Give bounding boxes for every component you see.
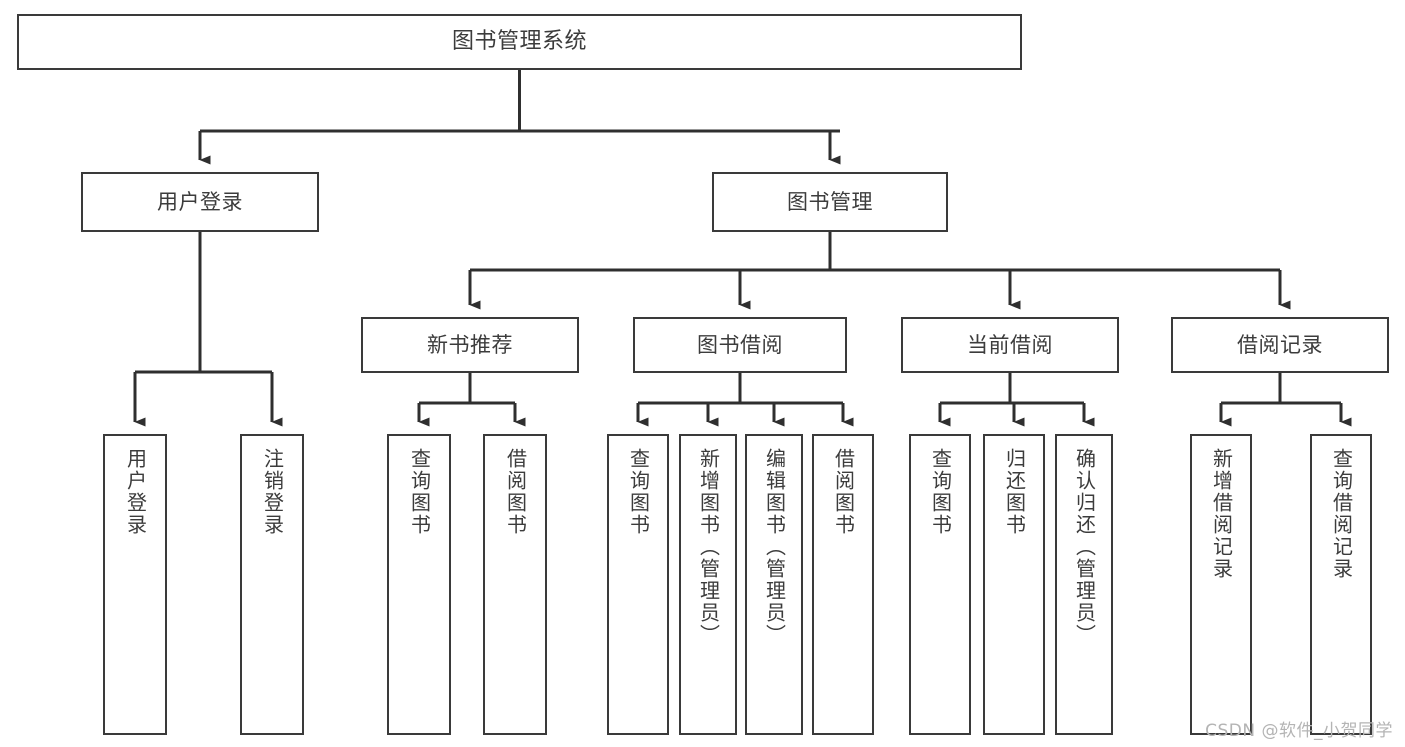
node-leaf-user-login[interactable]: 用户登录 [103,434,167,735]
node-root[interactable]: 图书管理系统 [17,14,1022,70]
node-leaf-logout[interactable]: 注销登录 [240,434,304,735]
node-leaf-query-book-2[interactable]: 查询图书 [607,434,669,735]
node-leaf-query-record-label: 查询借阅记录 [1329,448,1354,580]
node-leaf-edit-book[interactable]: 编辑图书（管理员） [745,434,803,735]
node-leaf-return-book[interactable]: 归还图书 [983,434,1045,735]
node-leaf-logout-label: 注销登录 [260,448,285,536]
node-leaf-query-record[interactable]: 查询借阅记录 [1310,434,1372,735]
node-leaf-confirm-return[interactable]: 确认归还（管理员） [1055,434,1113,735]
node-book-borrow[interactable]: 图书借阅 [633,317,847,373]
node-leaf-query-book-2-label: 查询图书 [626,448,651,536]
node-current-borrow[interactable]: 当前借阅 [901,317,1119,373]
node-leaf-query-book-3-label: 查询图书 [928,448,953,536]
node-leaf-user-login-label: 用户登录 [123,448,148,536]
node-new-book-rec[interactable]: 新书推荐 [361,317,579,373]
watermark: CSDN @软件_小贺同学 [1205,721,1393,741]
node-leaf-borrow-book-1-label: 借阅图书 [503,448,528,536]
node-leaf-query-book-1[interactable]: 查询图书 [387,434,451,735]
node-book-manage-label: 图书管理 [787,189,873,214]
node-leaf-confirm-return-label: 确认归还（管理员） [1072,448,1097,646]
node-leaf-add-record-label: 新增借阅记录 [1209,448,1234,580]
node-leaf-borrow-book-2[interactable]: 借阅图书 [812,434,874,735]
node-leaf-add-record[interactable]: 新增借阅记录 [1190,434,1252,735]
node-borrow-record[interactable]: 借阅记录 [1171,317,1389,373]
node-borrow-record-label: 借阅记录 [1237,332,1323,357]
node-new-book-rec-label: 新书推荐 [427,332,513,357]
node-book-manage[interactable]: 图书管理 [712,172,948,232]
node-leaf-query-book-1-label: 查询图书 [407,448,432,536]
node-root-label: 图书管理系统 [451,29,587,55]
node-leaf-add-book[interactable]: 新增图书（管理员） [679,434,737,735]
node-leaf-query-book-3[interactable]: 查询图书 [909,434,971,735]
node-book-borrow-label: 图书借阅 [697,332,783,357]
node-user-login-label: 用户登录 [157,189,243,214]
node-user-login[interactable]: 用户登录 [81,172,319,232]
node-leaf-return-book-label: 归还图书 [1002,448,1027,536]
node-leaf-edit-book-label: 编辑图书（管理员） [762,448,787,646]
node-leaf-add-book-label: 新增图书（管理员） [696,448,721,646]
node-leaf-borrow-book-2-label: 借阅图书 [831,448,856,536]
node-current-borrow-label: 当前借阅 [967,332,1053,357]
node-leaf-borrow-book-1[interactable]: 借阅图书 [483,434,547,735]
